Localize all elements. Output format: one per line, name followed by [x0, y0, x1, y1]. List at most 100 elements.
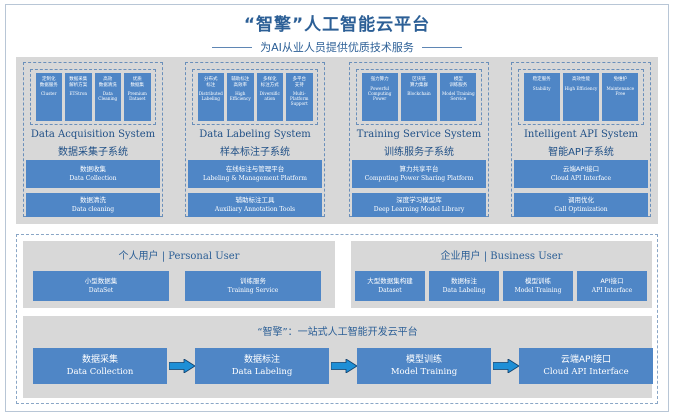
module-en: Computing Power Sharing Platform [364, 175, 474, 182]
module-cn: 调用优化 [568, 196, 594, 204]
feature-en: Cluster [40, 91, 57, 96]
flow-arrow-icon [331, 359, 357, 373]
module-cn: 深度学习模型库 [396, 196, 442, 204]
personal-user-title-en: Personal User [168, 251, 240, 262]
flow-arrow-icon [169, 359, 195, 373]
service-en: Model Training [514, 287, 562, 294]
feature-group: 强力算力 Powerful Computing Power 区块链 算力集群 Blo… [356, 69, 482, 125]
business-user-title: 企业用户 | Business User [351, 247, 652, 262]
feature-en: Model Training Service [441, 91, 475, 101]
module-en: Deep Learning Model Library [373, 206, 465, 213]
feature-cn: 强力算力 [370, 77, 389, 82]
step-en: Data Labeling [231, 367, 293, 377]
service-en: Data Labeling [442, 287, 486, 294]
feature-cn: 免维护 [613, 77, 628, 82]
module-en: Call Optimization [554, 206, 608, 213]
module-en: Labeling & Management Platform [203, 175, 307, 182]
subsystem-name-en: Training Service System [356, 129, 482, 140]
service-en: API Interface [591, 287, 633, 294]
subsystem-name-cn: 智能API子系统 [548, 147, 614, 158]
personal-user-title: 个人用户 | Personal User [23, 247, 335, 262]
feature-tile: 强力算力 Powerful Computing Power [361, 73, 398, 121]
step-cn: 模型训练 [405, 355, 442, 365]
subtitle-row: 为AI从业人员提供优质技术服务 [0, 40, 674, 54]
pipeline-step: 模型训练 Model Training [357, 348, 491, 384]
flow-arrow-icon [493, 359, 519, 373]
service-cn: 小型数据集 [84, 277, 118, 285]
step-en: Data Collection [66, 367, 134, 377]
service-en: DataSet [88, 287, 114, 294]
subsystem-name-en: Data Labeling System [199, 129, 311, 140]
service-cn: 大型数据集构建 [367, 277, 413, 285]
subsystem-name-en: Data Acquisition System [30, 129, 156, 140]
step-en: Model Training [390, 367, 458, 377]
module-box: 深度学习模型库 Deep Learning Model Library [352, 193, 486, 217]
feature-en: Multi- Platform Support [290, 91, 309, 106]
feature-tile: 多平台 支持 Multi- Platform Support [286, 73, 313, 121]
feature-en: Diversific ation [259, 91, 280, 101]
pipeline-step: 数据标注 Data Labeling [195, 348, 329, 384]
service-cn: 数据标注 [451, 277, 477, 285]
module-box: 数据收集 Data Collection [26, 160, 160, 188]
feature-en: Maintenance Free [606, 85, 635, 96]
subsystem-training-service: 强力算力 Powerful Computing Power 区块链 算力集群 Blo… [349, 62, 489, 217]
step-cn: 数据标注 [243, 355, 280, 365]
step-cn: 数据采集 [81, 355, 118, 365]
feature-en: High Efficiency [229, 91, 251, 101]
personal-user-title-cn: 个人用户 [118, 251, 159, 262]
module-en: Data Collection [69, 175, 117, 182]
feature-en: Powerful Computing Power [367, 85, 392, 101]
feature-tile: 优质 数据集 Premium Dataset [124, 73, 151, 121]
feature-cn: 高效 数据清洗 [98, 77, 117, 88]
module-cn: 数据收集 [80, 165, 106, 173]
module-en: Cloud API Interface [550, 175, 612, 182]
subsystem-name-cn: 训练服务子系统 [384, 147, 454, 158]
feature-cn: 优质 数据集 [130, 77, 145, 88]
feature-tile: 定制化 数据服务 Cluster [35, 73, 62, 121]
feature-cn: 区块链 算力集群 [409, 77, 428, 88]
subsystem-name-cn: 样本标注子系统 [220, 147, 290, 158]
feature-cn: 定制化 数据服务 [39, 77, 58, 88]
service-en: Training Service [227, 287, 279, 294]
title-separator: | [483, 251, 491, 262]
feature-en: Premium Dataset [127, 91, 147, 101]
user-service-box: API接口 API Interface [577, 271, 647, 301]
service-cn: API接口 [600, 277, 624, 285]
feature-tile: 区块链 算力集群 Blockchain [400, 73, 438, 121]
feature-en: Stability [532, 85, 551, 91]
title-separator: | [161, 251, 169, 262]
feature-tile: 免维护 Maintenance Free [602, 73, 639, 121]
module-box: 调用优化 Call Optimization [514, 193, 648, 217]
feature-cn: 多平台 支持 [292, 77, 307, 88]
feature-cn: 数据采集 解析方案 [69, 77, 88, 88]
step-en: Cloud API Interface [543, 367, 629, 377]
feature-en: Blockchain [407, 91, 431, 96]
module-cn: 数据清洗 [80, 196, 106, 204]
feature-cn: 模型 训练服务 [449, 77, 468, 88]
feature-en: Data Cleaning [98, 91, 118, 101]
feature-cn: 分布式 标注 [204, 77, 218, 88]
module-en: Data cleaning [71, 206, 115, 213]
subsystem-name-en: Intelligent API System [523, 129, 638, 140]
page-title: “智擎”人工智能云平台 [243, 15, 431, 35]
module-en: Auxiliary Annotation Tools [214, 206, 296, 213]
feature-tile: 模型 训练服务 Model Training Service [440, 73, 477, 121]
